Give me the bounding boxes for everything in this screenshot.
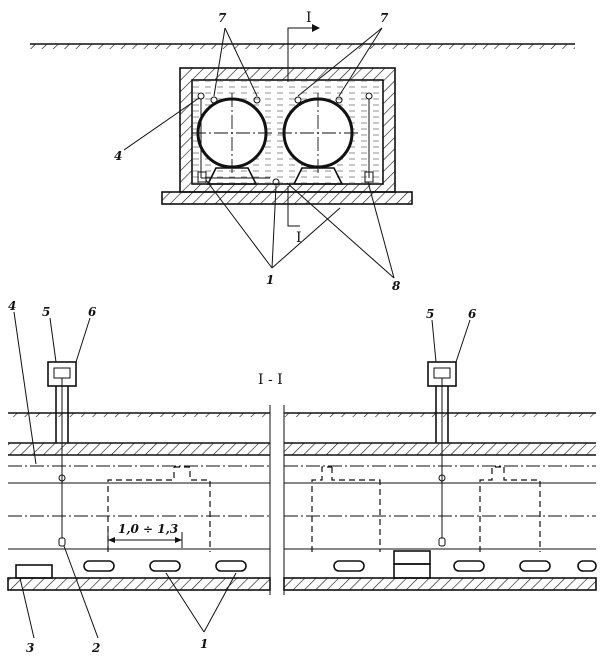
tunnel-roof-slab xyxy=(8,442,596,456)
drain-holes xyxy=(83,560,597,572)
channel-cross-section: I I 7 7 4 1 8 xyxy=(30,10,575,293)
label-2: 2 xyxy=(91,641,100,655)
label-8: 8 xyxy=(392,279,401,293)
ground-surface-top xyxy=(30,43,575,49)
label-3: 3 xyxy=(26,641,34,655)
label-1-section: 1 xyxy=(200,637,208,651)
section-mark-upper: I xyxy=(306,10,312,26)
label-4-section: 4 xyxy=(8,299,16,313)
sensors-top xyxy=(197,92,374,186)
longitudinal-section: I - I xyxy=(7,299,597,655)
pipe-right xyxy=(278,93,358,185)
section-cut-line xyxy=(287,24,320,227)
spacing-dimension-text: 1,0 ÷ 1,3 xyxy=(118,522,178,536)
label-6-left: 6 xyxy=(88,305,97,319)
label-1-top: 1 xyxy=(266,273,274,287)
tunnel-floor-slab xyxy=(7,577,597,591)
label-5-left: 5 xyxy=(42,305,50,319)
spacing-dimension xyxy=(107,532,183,548)
break-lines xyxy=(269,405,285,595)
label-6-right: 6 xyxy=(468,307,477,321)
section-mark-lower: I xyxy=(296,230,302,246)
drainage-loops xyxy=(107,466,541,552)
pipe-longitudinal xyxy=(8,465,596,550)
label-7-right: 7 xyxy=(380,11,389,25)
observation-well-right xyxy=(427,361,457,547)
leaders-section xyxy=(13,311,471,639)
label-4-top: 4 xyxy=(114,149,122,163)
observation-well-left xyxy=(47,361,77,547)
label-7-left: 7 xyxy=(218,11,227,25)
pipe-left xyxy=(192,93,272,185)
base-slab xyxy=(161,191,413,205)
pipe-supports xyxy=(15,550,431,579)
ground-surface-section xyxy=(8,412,596,417)
label-5-right: 5 xyxy=(426,307,434,321)
section-title: I - I xyxy=(258,372,283,388)
leaders-top xyxy=(123,27,395,279)
